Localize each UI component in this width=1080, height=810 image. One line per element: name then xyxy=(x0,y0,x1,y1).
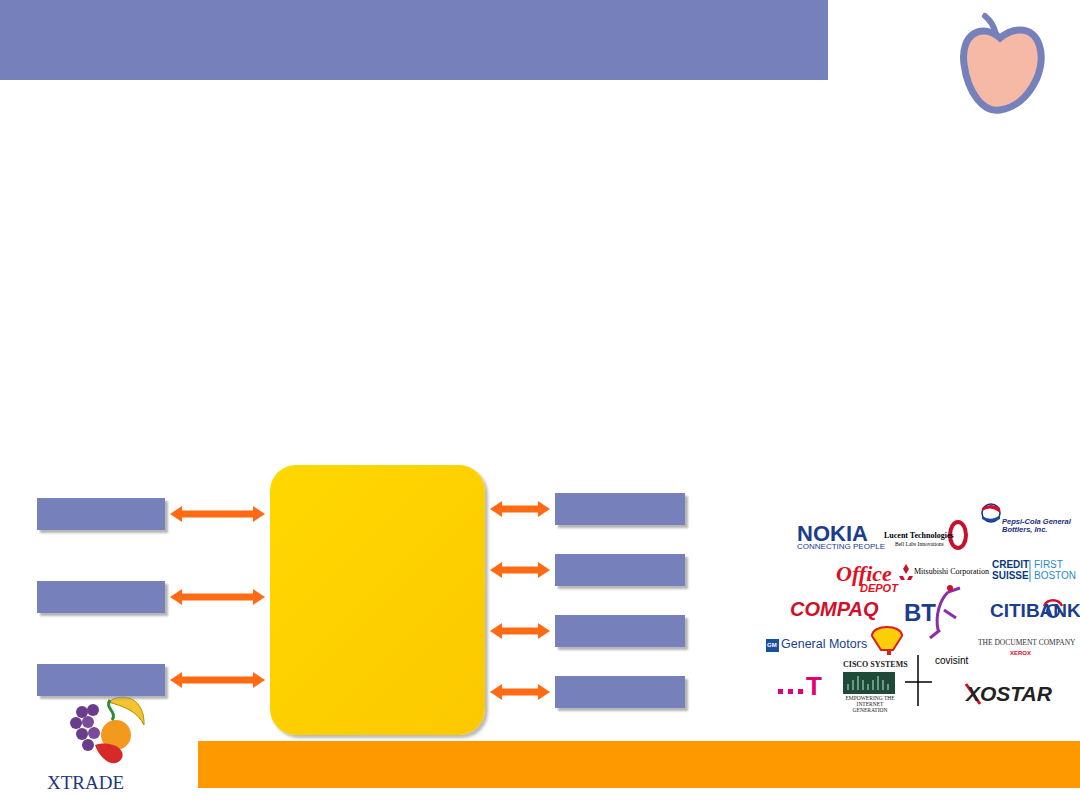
logo-text: CITIBANK xyxy=(990,601,1080,621)
process-box xyxy=(555,554,685,586)
double-arrow xyxy=(502,567,538,574)
double-arrow xyxy=(182,677,253,684)
logo-text: Bell Labs Innovations xyxy=(895,542,944,548)
logo-text: XOSTAR xyxy=(966,683,1052,705)
double-arrow xyxy=(182,594,253,601)
logo-text: NOKIA xyxy=(797,522,868,545)
apple-logo xyxy=(964,16,1042,110)
process-box xyxy=(555,493,685,525)
logo-text: DEPOT xyxy=(860,583,898,595)
logo-text: General Motors xyxy=(781,638,867,651)
double-arrow xyxy=(502,506,538,513)
hub-box xyxy=(270,465,485,735)
logo-text: BT xyxy=(904,600,936,625)
logo-text: Lucent Technologies xyxy=(884,532,954,540)
logo-text: covisint xyxy=(935,656,968,667)
title-bar xyxy=(0,0,828,80)
double-arrow xyxy=(182,511,253,518)
logo-text: BOSTON xyxy=(1034,571,1076,582)
logo-text: FIRST xyxy=(1034,560,1063,571)
footer-bar xyxy=(198,741,1080,788)
fruit-logo xyxy=(70,697,144,763)
logo-text: SUISSE xyxy=(992,571,1029,582)
logo-text: CREDIT xyxy=(992,560,1029,571)
logo-text: CONNECTING PEOPLE xyxy=(797,543,885,551)
logo-text: EMPOWERING THE INTERNET GENERATION xyxy=(841,696,899,713)
double-arrow xyxy=(502,628,538,635)
logo-text: XEROX xyxy=(1010,650,1031,656)
logo-text: THE DOCUMENT COMPANY xyxy=(978,639,1076,647)
double-arrow xyxy=(502,689,538,696)
process-box xyxy=(555,676,685,708)
logo-text: COMPAQ xyxy=(790,599,879,620)
logo-text: CISCO SYSTEMS xyxy=(843,661,908,669)
process-box xyxy=(37,581,165,613)
process-box xyxy=(37,664,165,696)
process-box xyxy=(555,615,685,647)
logo-text: Pepsi-Cola General Bottlers, Inc. xyxy=(1002,518,1078,534)
logo-text: T xyxy=(806,673,822,700)
logo-text: GM xyxy=(767,642,777,648)
brand-name: XTRADE xyxy=(47,773,124,793)
logo-text: Office xyxy=(836,562,892,585)
logo-text: Mitsubishi Corporation xyxy=(914,568,989,576)
process-box xyxy=(37,498,165,530)
